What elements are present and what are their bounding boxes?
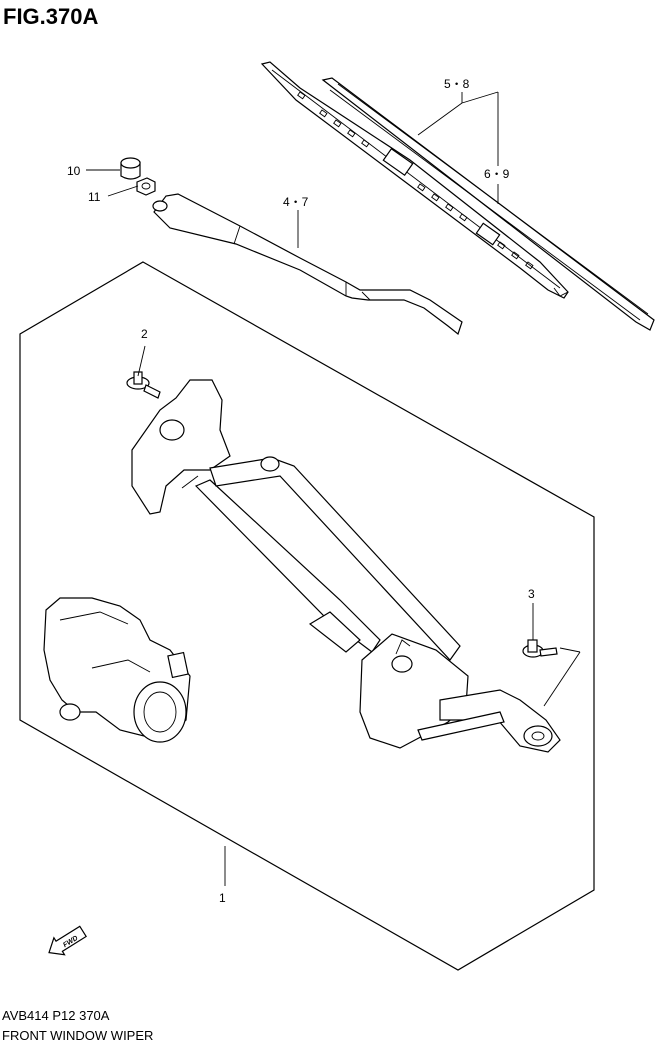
wiper-arm[interactable]	[152, 193, 463, 336]
nut[interactable]	[136, 177, 156, 196]
wiper-blade[interactable]	[321, 77, 655, 331]
callout-2: 2	[141, 327, 148, 341]
figure-name: FRONT WINDOW WIPER	[2, 1028, 154, 1043]
bolt-2[interactable]	[126, 371, 161, 399]
callout-6-9: 6・9	[484, 167, 510, 181]
callout-3: 3	[528, 587, 535, 601]
blade-frame[interactable]	[260, 61, 569, 299]
wiper-motor[interactable]	[43, 597, 191, 743]
figure-code: AVB414 P12 370A	[2, 1008, 110, 1023]
leader-lines	[86, 91, 581, 886]
wiper-linkage[interactable]	[131, 379, 561, 753]
callout-5-8: 5・8	[444, 77, 470, 91]
cap[interactable]	[120, 157, 141, 180]
assembly-outline	[19, 261, 595, 971]
callout-10: 10	[67, 164, 81, 178]
figure-title: FIG.370A	[3, 4, 99, 29]
fwd-arrow-icon: FWD	[48, 925, 87, 956]
callout-1: 1	[219, 891, 226, 905]
callout-4-7: 4・7	[283, 195, 309, 209]
bolt-3[interactable]	[522, 639, 558, 658]
callout-11: 11	[88, 190, 101, 204]
